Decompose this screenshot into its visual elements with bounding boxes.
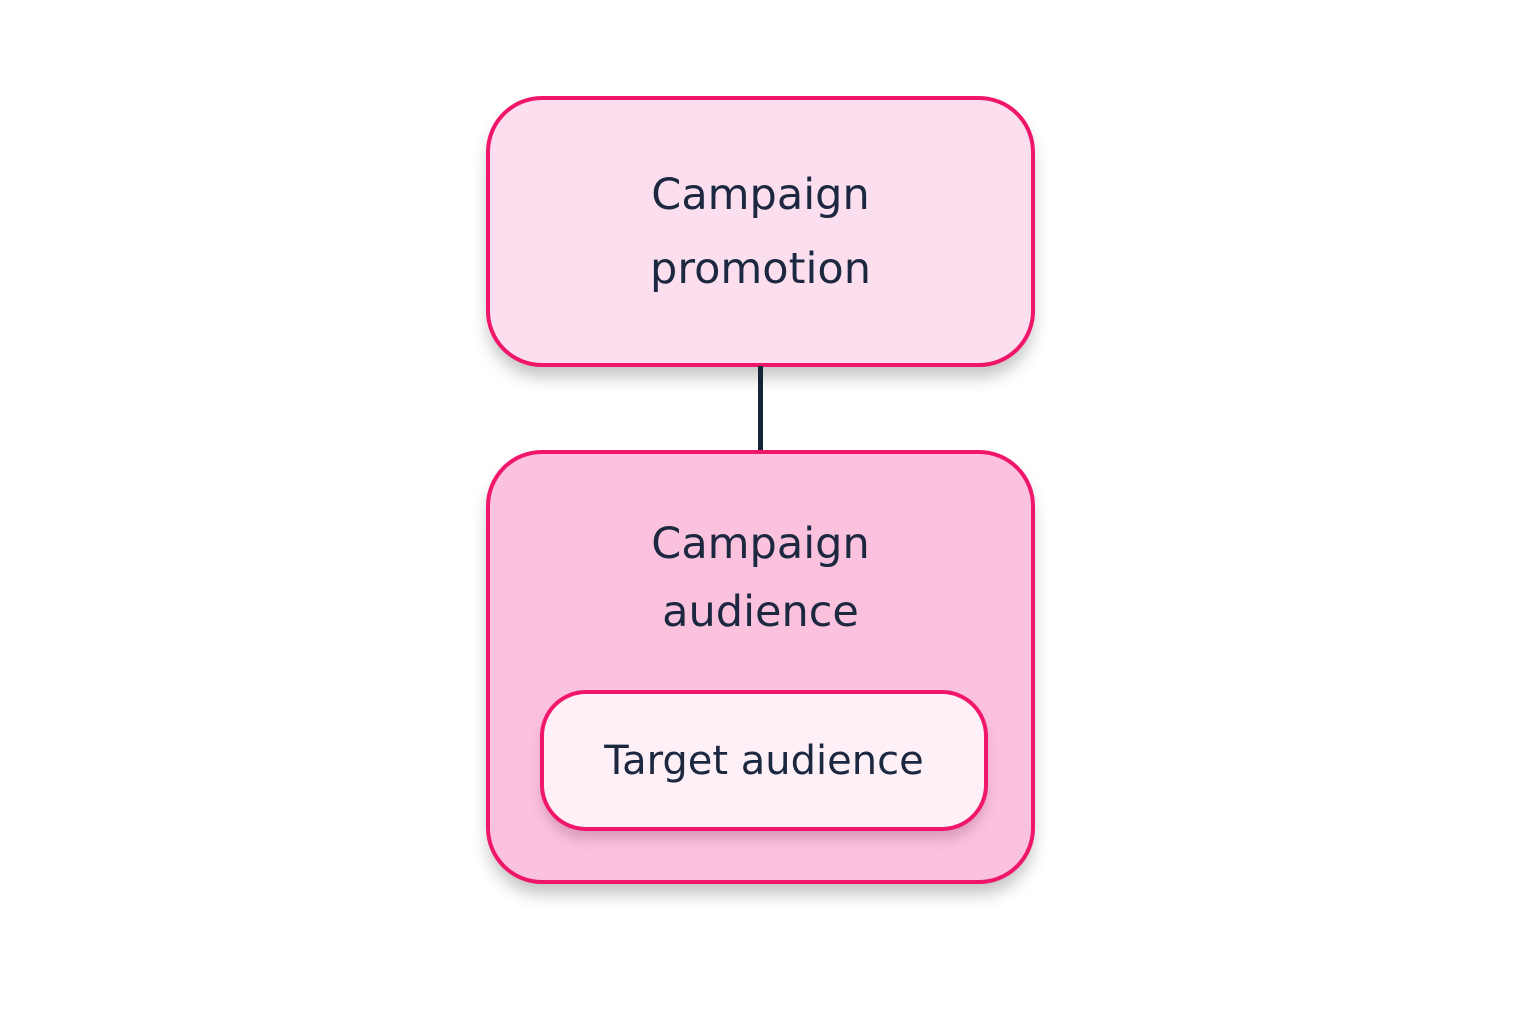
node-campaign-promotion[interactable]: Campaign promotion — [486, 96, 1035, 367]
node-campaign-audience[interactable]: Campaign audience Target audience — [486, 450, 1035, 884]
edge-connector-line — [758, 366, 763, 452]
node-target-audience-label: Target audience — [604, 737, 924, 784]
node-campaign-audience-label: Campaign audience — [651, 519, 870, 637]
node-target-audience[interactable]: Target audience — [540, 690, 988, 831]
node-campaign-promotion-label: Campaign promotion — [650, 169, 871, 294]
